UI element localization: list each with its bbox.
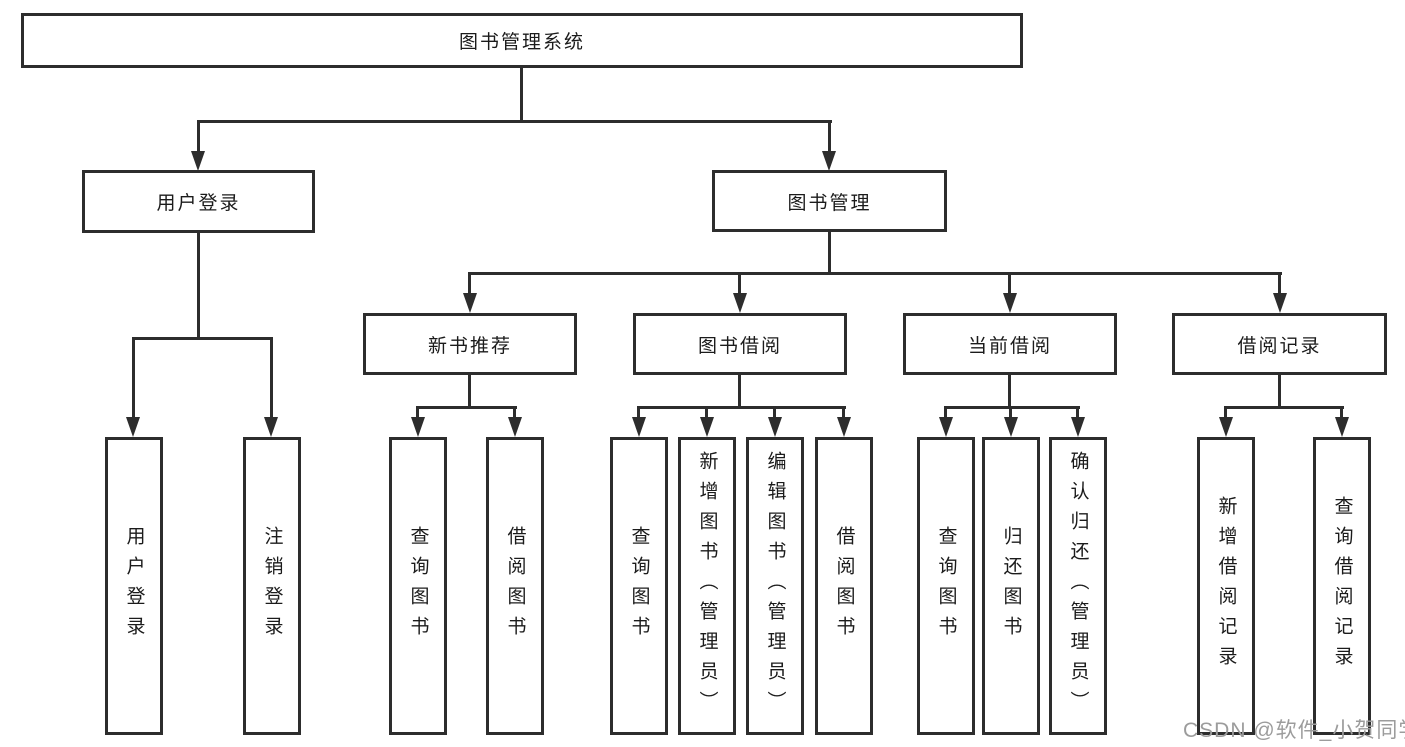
csdn-watermark: CSDN @软件_小贺同学 [1183, 719, 1405, 742]
connector-line [637, 409, 640, 418]
arrow-down-icon [632, 417, 646, 437]
leaf-add-borrow-record: 新增借阅记录 [1197, 437, 1255, 735]
leaf-borrow-books-recommend: 借阅图书 [486, 437, 544, 735]
arrow-down-icon [508, 417, 522, 437]
leaf-query-books-recommend-label: 查询图书 [407, 526, 429, 646]
arrow-down-icon [1219, 417, 1233, 437]
connector-line [197, 233, 200, 340]
node-root-label: 图书管理系统 [458, 32, 585, 53]
connector-line [1008, 375, 1011, 409]
leaf-edit-books-admin: 编辑图书（管理员） [746, 437, 804, 735]
connector-line [1076, 409, 1079, 418]
arrow-down-icon [768, 417, 782, 437]
connector-line [738, 275, 741, 295]
node-current-borrow: 当前借阅 [903, 313, 1117, 375]
arrow-down-icon [411, 417, 425, 437]
arrow-down-icon [1071, 417, 1085, 437]
node-borrow-records-label: 借阅记录 [1237, 335, 1322, 357]
leaf-logout-login-label: 注销登录 [261, 526, 283, 646]
node-borrow-records: 借阅记录 [1172, 313, 1387, 375]
arrow-down-icon [822, 151, 836, 171]
connector-line [468, 275, 471, 295]
connector-line [773, 409, 776, 418]
arrow-down-icon [463, 293, 477, 313]
connector-line [197, 123, 200, 152]
node-user-login: 用户登录 [82, 170, 315, 233]
connector-line [1224, 406, 1344, 409]
leaf-query-books-current-label: 查询图书 [935, 526, 957, 646]
leaf-return-books-label: 归还图书 [1000, 526, 1022, 646]
connector-line [1008, 275, 1011, 295]
connector-line [1278, 275, 1281, 295]
connector-line [513, 409, 516, 418]
leaf-add-books-admin: 新增图书（管理员） [678, 437, 736, 735]
connector-line [270, 340, 273, 418]
arrow-down-icon [1004, 417, 1018, 437]
leaf-return-books: 归还图书 [982, 437, 1040, 735]
node-user-login-label: 用户登录 [156, 193, 241, 214]
leaf-user-login: 用户登录 [105, 437, 163, 735]
leaf-logout-login: 注销登录 [243, 437, 301, 735]
node-book-management-label: 图书管理 [787, 192, 872, 214]
arrow-down-icon [700, 417, 714, 437]
connector-line [1278, 375, 1281, 409]
connector-line [828, 123, 831, 152]
leaf-edit-books-admin-label: 编辑图书（管理员） [764, 451, 786, 721]
leaf-query-books-borrow-label: 查询图书 [628, 526, 650, 646]
arrow-down-icon [1273, 293, 1287, 313]
node-book-borrow-label: 图书借阅 [697, 335, 782, 357]
node-root: 图书管理系统 [21, 13, 1023, 68]
connector-line [637, 406, 846, 409]
leaf-query-books-recommend: 查询图书 [389, 437, 447, 735]
arrow-down-icon [939, 417, 953, 437]
connector-line [944, 409, 947, 418]
connector-line [197, 120, 832, 123]
leaf-borrow-books-recommend-label: 借阅图书 [504, 526, 526, 646]
arrow-down-icon [191, 151, 205, 171]
connector-line [132, 337, 273, 340]
connector-line [1340, 409, 1343, 418]
arrow-down-icon [126, 417, 140, 437]
arrow-down-icon [264, 417, 278, 437]
leaf-add-books-admin-label: 新增图书（管理员） [696, 451, 718, 721]
leaf-user-login-label: 用户登录 [123, 526, 145, 646]
leaf-confirm-return-admin: 确认归还（管理员） [1049, 437, 1107, 735]
node-book-management: 图书管理 [712, 170, 947, 232]
connector-line [842, 409, 845, 418]
node-new-book-recommend: 新书推荐 [363, 313, 577, 375]
connector-line [828, 232, 831, 275]
connector-line [132, 340, 135, 418]
connector-line [738, 375, 741, 409]
connector-line [416, 406, 517, 409]
leaf-add-borrow-record-label: 新增借阅记录 [1215, 496, 1237, 676]
leaf-confirm-return-admin-label: 确认归还（管理员） [1067, 451, 1089, 721]
node-new-book-recommend-label: 新书推荐 [427, 335, 512, 357]
leaf-query-books-current: 查询图书 [917, 437, 975, 735]
leaf-query-borrow-record: 查询借阅记录 [1313, 437, 1371, 735]
leaf-borrow-books-label: 借阅图书 [833, 526, 855, 646]
connector-line [468, 272, 1282, 275]
leaf-borrow-books: 借阅图书 [815, 437, 873, 735]
leaf-query-books-borrow: 查询图书 [610, 437, 668, 735]
arrow-down-icon [837, 417, 851, 437]
connector-line [944, 406, 1080, 409]
connector-line [1224, 409, 1227, 418]
node-current-borrow-label: 当前借阅 [967, 335, 1052, 357]
connector-line [416, 409, 419, 418]
connector-line [705, 409, 708, 418]
arrow-down-icon [733, 293, 747, 313]
arrow-down-icon [1003, 293, 1017, 313]
connector-line [520, 68, 523, 123]
connector-line [1009, 409, 1012, 418]
leaf-query-borrow-record-label: 查询借阅记录 [1331, 496, 1353, 676]
arrow-down-icon [1335, 417, 1349, 437]
node-book-borrow: 图书借阅 [633, 313, 847, 375]
connector-line [468, 375, 471, 409]
